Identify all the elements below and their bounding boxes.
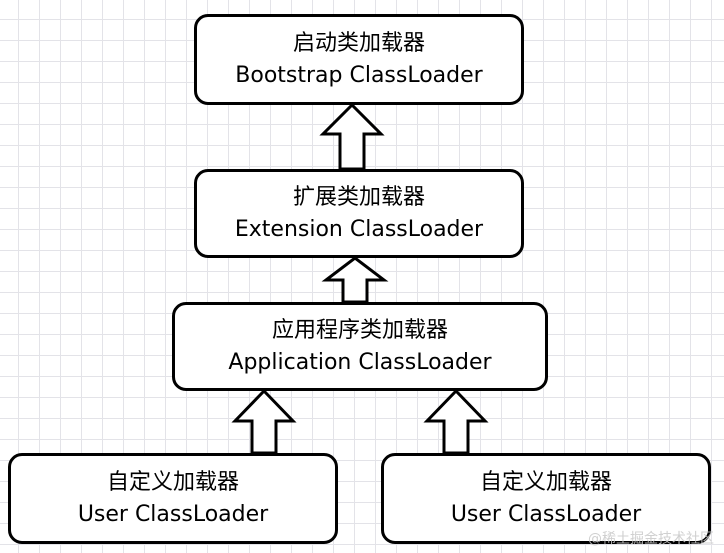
application-en-label: Application ClassLoader xyxy=(228,349,492,375)
arrow-user-right-to-application xyxy=(423,388,489,455)
extension-classloader-box: 扩展类加载器 Extension ClassLoader xyxy=(194,169,524,258)
arrow-application-to-extension xyxy=(321,256,389,304)
watermark: @稀土掘金技术社区 xyxy=(588,531,714,547)
bootstrap-cn-label: 启动类加载器 xyxy=(292,30,425,56)
arrow-user-left-to-application xyxy=(231,388,297,455)
user-classloader-box-left: 自定义加载器 User ClassLoader xyxy=(8,453,338,544)
application-classloader-box: 应用程序类加载器 Application ClassLoader xyxy=(172,302,548,391)
user-right-cn-label: 自定义加载器 xyxy=(479,469,612,495)
user-left-cn-label: 自定义加载器 xyxy=(106,469,239,495)
user-classloader-box-right: 自定义加载器 User ClassLoader xyxy=(381,453,711,544)
bootstrap-en-label: Bootstrap ClassLoader xyxy=(235,62,483,88)
arrow-extension-to-bootstrap xyxy=(319,102,385,171)
extension-en-label: Extension ClassLoader xyxy=(234,216,484,242)
extension-cn-label: 扩展类加载器 xyxy=(292,184,425,210)
bootstrap-classloader-box: 启动类加载器 Bootstrap ClassLoader xyxy=(194,14,524,105)
user-right-en-label: User ClassLoader xyxy=(450,501,642,527)
user-left-en-label: User ClassLoader xyxy=(77,501,269,527)
application-cn-label: 应用程序类加载器 xyxy=(271,317,448,343)
